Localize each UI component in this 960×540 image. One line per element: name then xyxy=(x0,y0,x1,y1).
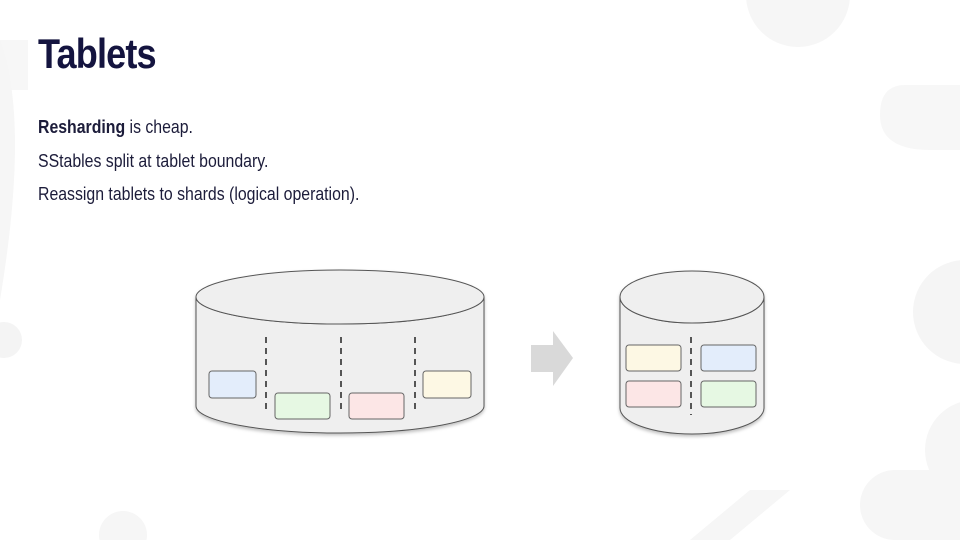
tablet-green xyxy=(700,380,757,408)
large-cylinder-tablets xyxy=(208,370,472,420)
tablet-blue xyxy=(700,344,757,372)
tablet-red xyxy=(625,380,682,408)
bullet-item: SStables split at tablet boundary. xyxy=(38,150,359,184)
tablet-yellow xyxy=(625,344,682,372)
bullet-item: Resharding is cheap. xyxy=(38,116,359,150)
large-cylinder-top xyxy=(195,269,485,325)
bullet-text: is cheap. xyxy=(125,117,193,137)
tablet-green xyxy=(274,392,331,420)
tablet-yellow xyxy=(422,370,472,399)
small-cylinder-top xyxy=(619,270,765,324)
small-cylinder-tablets xyxy=(625,344,757,408)
right-arrow-icon xyxy=(531,331,573,386)
bullet-text: Reassign tablets to shards (logical oper… xyxy=(38,184,360,204)
large-cylinder-dividers xyxy=(265,337,416,410)
tablet-blue xyxy=(208,370,257,399)
bullet-text: SStables split at tablet boundary. xyxy=(38,150,269,171)
bullet-bold: Resharding xyxy=(38,117,126,137)
slide-title: Tablets xyxy=(38,30,157,77)
tablet-red xyxy=(348,392,405,420)
bullet-list: Resharding is cheap. SStables split at t… xyxy=(38,116,403,217)
bullet-item: Reassign tablets to shards (logical oper… xyxy=(38,183,359,217)
